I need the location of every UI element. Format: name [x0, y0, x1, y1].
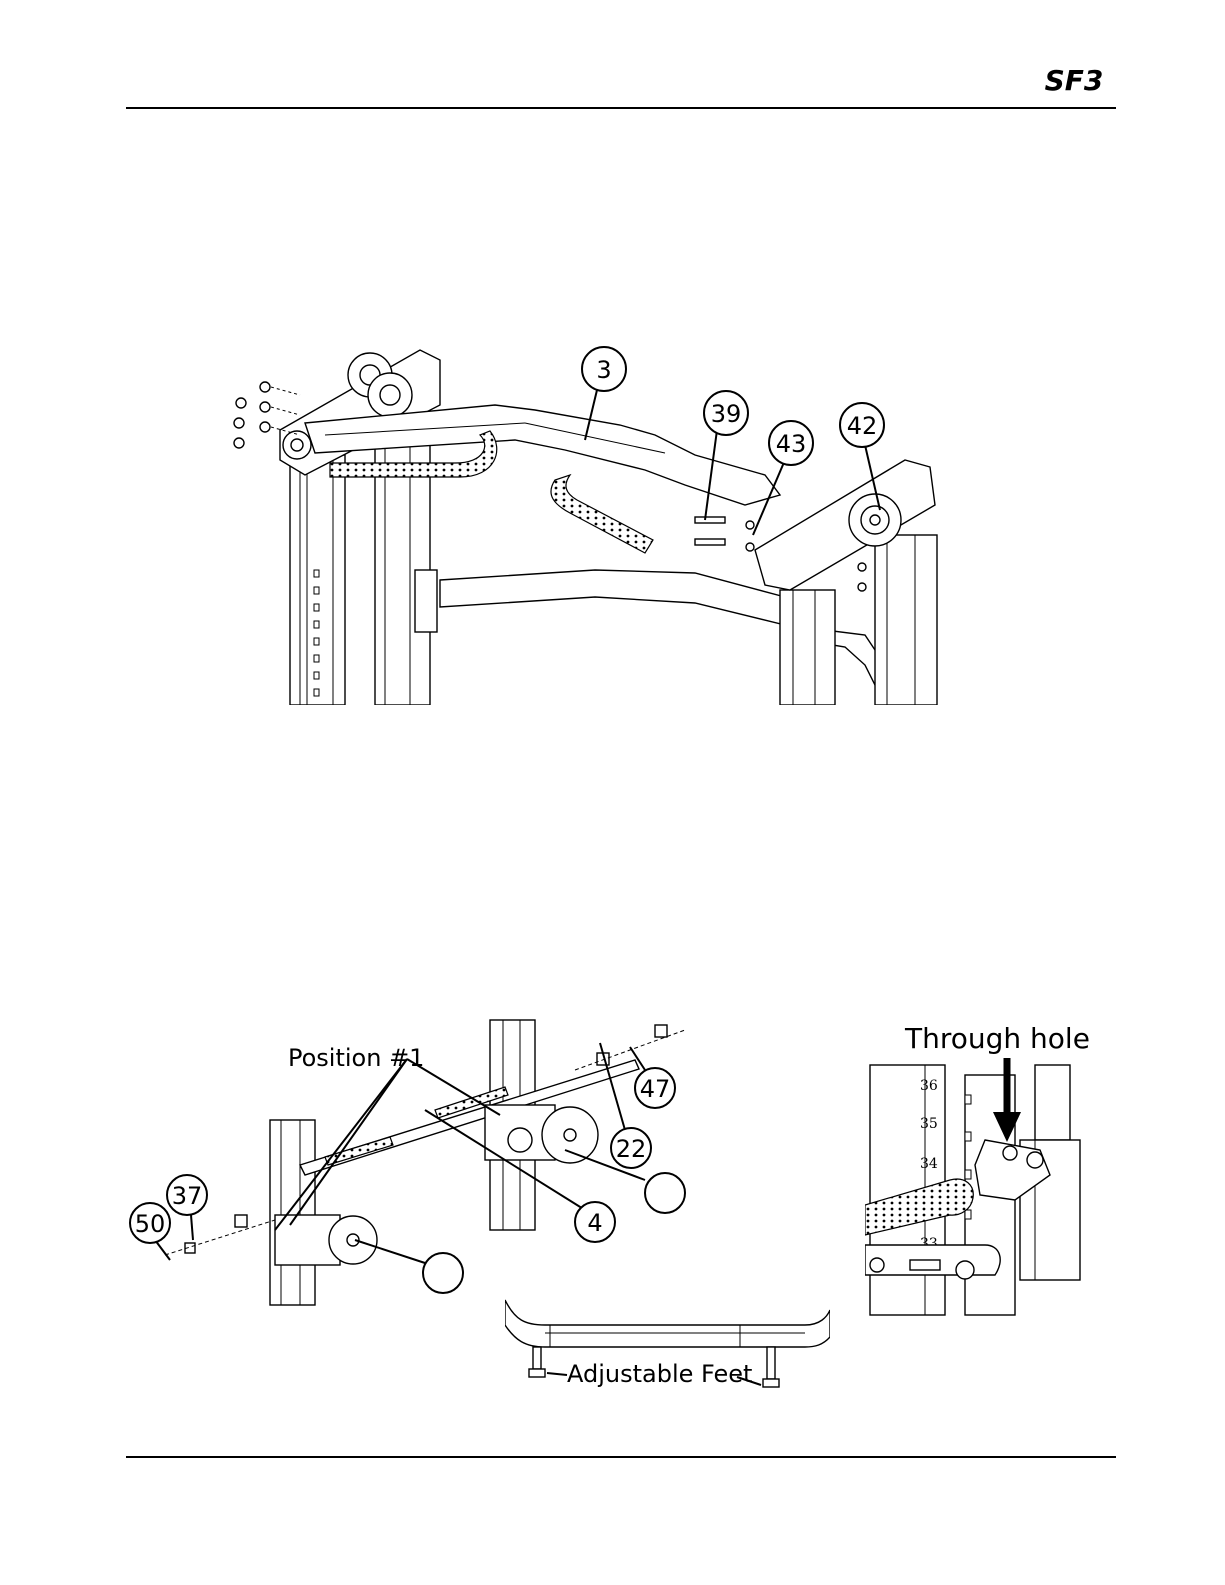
carriage-base	[865, 1245, 1000, 1279]
callout-3: 3	[582, 347, 626, 391]
brand-text: SF3	[1045, 64, 1104, 97]
foot-left	[529, 1347, 545, 1377]
front-upright	[270, 1120, 315, 1305]
svg-text:3: 3	[596, 356, 611, 384]
callout-4: 4	[575, 1202, 615, 1242]
scale-36: 36	[920, 1078, 938, 1094]
svg-text:42: 42	[847, 412, 878, 440]
position-1-diagram: Position #1 47 22 4 37 50	[125, 1015, 705, 1310]
callout-42: 42	[840, 403, 884, 447]
callout-blank-1	[645, 1173, 685, 1213]
sf3-logo: SF3	[1030, 64, 1118, 98]
svg-text:37: 37	[172, 1182, 203, 1210]
adjustable-feet-diagram: Adjustable Feet	[505, 1295, 830, 1410]
position-1-label: Position #1	[288, 1044, 424, 1072]
scale-35: 35	[920, 1116, 938, 1132]
callout-39: 39	[704, 391, 748, 435]
upper-frame-diagram: 3 39 43 42	[225, 335, 945, 705]
svg-text:22: 22	[616, 1135, 647, 1163]
leader-50	[155, 1240, 170, 1260]
foot-right	[763, 1347, 779, 1387]
scale-34: 34	[920, 1156, 938, 1172]
svg-text:47: 47	[640, 1075, 671, 1103]
right-handle-grip	[551, 475, 653, 553]
leader-foot-left	[547, 1373, 567, 1375]
callout-43: 43	[769, 421, 813, 465]
callout-37: 37	[167, 1175, 207, 1215]
adjustable-feet-label: Adjustable Feet	[567, 1360, 752, 1388]
base-frame	[505, 1300, 830, 1347]
leader-37	[191, 1215, 193, 1240]
header-rule	[126, 107, 1116, 109]
upright-column	[870, 1065, 1080, 1315]
svg-text:4: 4	[587, 1209, 602, 1237]
through-hole-diagram: Through hole 36 35 34 33	[865, 1020, 1090, 1320]
lower-carriage	[275, 1215, 377, 1265]
callout-50: 50	[130, 1203, 170, 1243]
callout-blank-2	[423, 1253, 463, 1293]
through-hole-label: Through hole	[904, 1022, 1090, 1055]
footer-rule	[126, 1456, 1116, 1458]
svg-text:39: 39	[711, 400, 742, 428]
upper-carriage	[485, 1105, 598, 1163]
svg-text:50: 50	[135, 1210, 166, 1238]
callout-47: 47	[635, 1068, 675, 1108]
left-upright	[290, 445, 430, 705]
svg-text:43: 43	[776, 430, 807, 458]
callout-22: 22	[611, 1128, 651, 1168]
leader-22	[600, 1043, 625, 1130]
